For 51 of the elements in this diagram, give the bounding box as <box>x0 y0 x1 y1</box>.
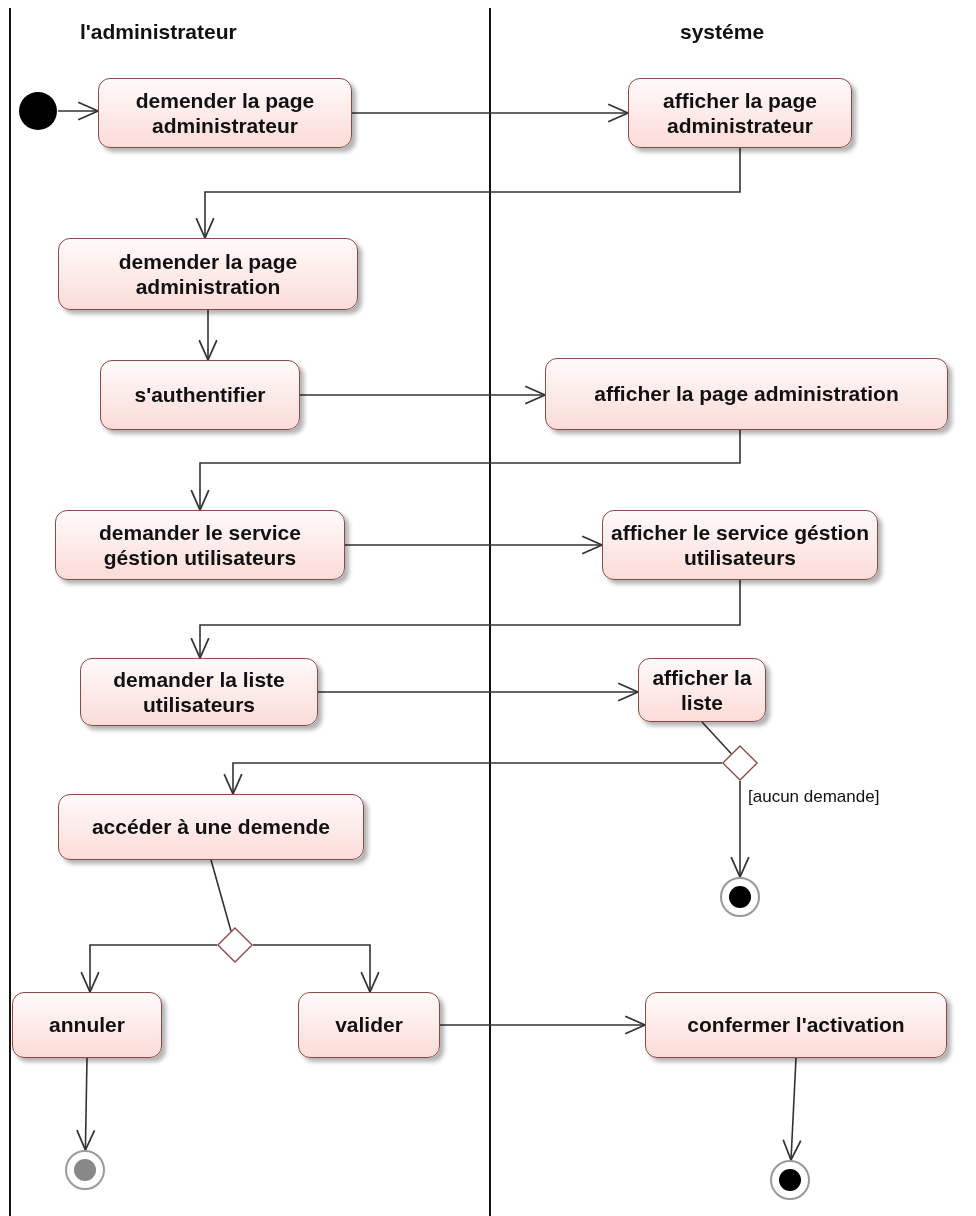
action-box <box>12 992 162 1058</box>
initial-node <box>18 91 58 131</box>
action-box <box>602 510 878 580</box>
action-label: s'authentifier <box>134 382 266 408</box>
swimlane-header: l'administrateur <box>80 20 237 44</box>
flow-arrow <box>223 762 723 795</box>
action-label: demander le service géstion utilisateurs <box>98 519 302 571</box>
action-box <box>298 992 440 1058</box>
flow-arrow <box>782 1057 802 1161</box>
action-label: annuler <box>49 1012 125 1038</box>
action-label: demander la liste utilisateurs <box>112 666 286 718</box>
action-box <box>98 78 352 148</box>
action-label: valider <box>335 1012 403 1038</box>
flow-arrow <box>80 944 218 993</box>
swimlane-header: systéme <box>680 20 765 44</box>
action-box <box>545 358 948 430</box>
flow-arrow <box>198 309 218 361</box>
flow-arrow <box>252 944 380 993</box>
action-label: confermer l'activation <box>687 1012 905 1038</box>
decision-diamond <box>722 745 758 781</box>
action-box <box>58 238 358 310</box>
action-label: accéder à une demende <box>91 814 331 840</box>
decision-diamond <box>217 927 253 963</box>
flow-arrow <box>730 780 750 878</box>
action-label: afficher la page administration <box>594 381 899 407</box>
action-box <box>638 658 766 722</box>
flow-arrow <box>439 1015 646 1035</box>
flow-arrow <box>76 1057 96 1151</box>
flow-arrow <box>190 429 741 511</box>
flow-arrow <box>190 579 741 659</box>
action-box <box>58 794 364 860</box>
flow-arrow <box>195 147 741 239</box>
action-label: afficher la liste <box>651 664 753 716</box>
flow-arrow <box>57 101 99 121</box>
action-label: afficher la page administrateur <box>661 87 819 139</box>
flow-arrow <box>351 103 629 123</box>
action-label: demender la page administration <box>117 248 299 300</box>
flow-arrow <box>299 385 546 405</box>
final-node <box>770 1160 810 1200</box>
final-node <box>65 1150 105 1190</box>
flow-arrow <box>317 682 639 702</box>
guard-label: [aucun demande] <box>746 787 882 807</box>
action-box <box>80 658 318 726</box>
action-label: demender la page administrateur <box>134 87 316 139</box>
final-node <box>720 877 760 917</box>
action-box <box>55 510 345 580</box>
action-label: afficher le service géstion utilisateurs <box>611 519 869 571</box>
action-box <box>628 78 852 148</box>
flow-arrow <box>344 535 603 555</box>
action-box <box>100 360 300 430</box>
action-box <box>645 992 947 1058</box>
